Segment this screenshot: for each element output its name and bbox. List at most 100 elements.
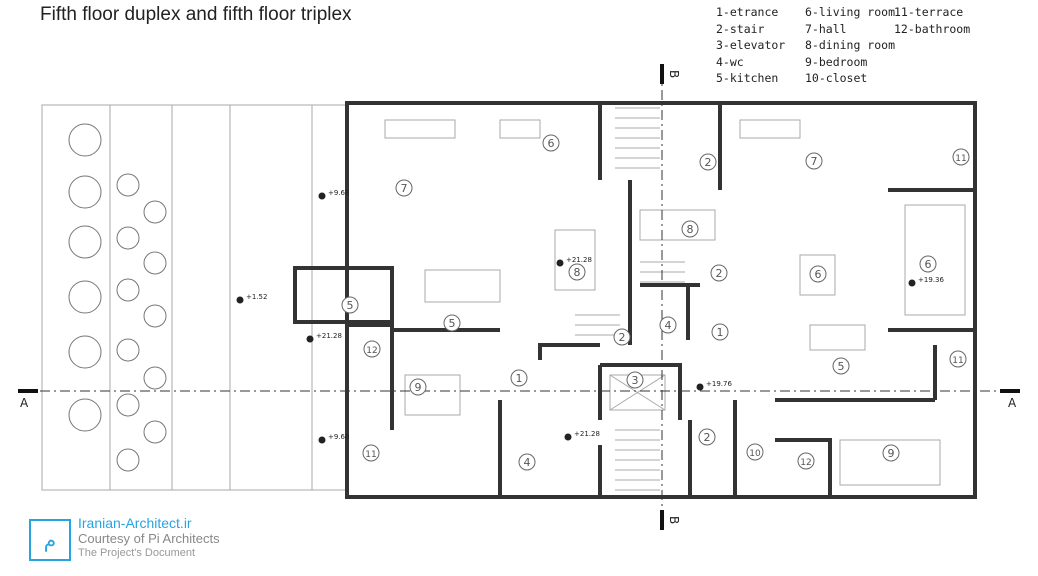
legend-item: 10-closet	[805, 71, 868, 85]
room-label: 6	[542, 134, 560, 152]
room-number: 6	[925, 258, 932, 271]
legend-item: 3-elevator	[716, 38, 786, 52]
room-label: 6	[919, 255, 937, 273]
room-label: 2	[710, 264, 728, 282]
tree	[68, 398, 102, 432]
legend-item: 1-etrance	[716, 5, 779, 19]
legend-column-1: 1-etrance 2-stair 3-elevator 4-wc 5-kitc…	[716, 4, 785, 87]
room-label: 6	[809, 265, 827, 283]
elevation-dot	[908, 279, 916, 287]
room-number: 8	[687, 223, 694, 236]
courtesy-text: Courtesy of Pi Architects	[78, 531, 220, 546]
elevation-dot	[556, 259, 564, 267]
furniture-lines	[384, 107, 966, 491]
legend-item: 5-kitchen	[716, 71, 779, 85]
elevation-marker: +19.36	[908, 276, 944, 287]
tree	[116, 173, 140, 197]
elevation-dot	[318, 192, 326, 200]
elevation-value: +1.52	[246, 293, 267, 301]
room-number: 6	[548, 137, 555, 150]
tree	[68, 335, 102, 369]
elevation-dot	[564, 433, 572, 441]
room-label-circle	[626, 371, 644, 389]
elevation-value: +9.68	[328, 433, 349, 441]
elevation-value: +19.76	[706, 380, 732, 388]
room-label-circle	[710, 264, 728, 282]
room-label-circle	[832, 357, 850, 375]
room-label: 10	[746, 443, 764, 461]
legend-item: 12-bathroom	[894, 21, 971, 36]
tree	[143, 251, 167, 275]
room-label-circle	[746, 443, 764, 461]
room-number: 11	[952, 356, 963, 366]
section-marker-b-bottom: B	[667, 516, 681, 524]
room-label-circle	[443, 314, 461, 332]
tree	[68, 280, 102, 314]
room-label: 1	[711, 323, 729, 341]
room-number: 5	[449, 317, 456, 330]
tree	[116, 226, 140, 250]
room-label: 2	[699, 153, 717, 171]
elevation-marker: +9.68	[318, 433, 349, 444]
tree	[68, 123, 102, 157]
drawing-title: Fifth floor duplex and fifth floor tripl…	[40, 4, 352, 25]
room-number: 11	[365, 450, 376, 460]
walls	[293, 101, 977, 499]
section-lines	[40, 70, 1000, 520]
room-label-circle	[809, 265, 827, 283]
room-label-circle	[363, 340, 381, 358]
elevation-value: +21.28	[316, 332, 342, 340]
elevation-dot	[318, 436, 326, 444]
room-label: 9	[882, 444, 900, 462]
room-number: 4	[524, 456, 531, 469]
room-label: 3	[626, 371, 644, 389]
room-label-circle	[409, 378, 427, 396]
room-label-circle	[681, 220, 699, 238]
room-label: 7	[395, 179, 413, 197]
room-label-circle	[919, 255, 937, 273]
room-label: 12	[797, 452, 815, 470]
room-label: 2	[613, 328, 631, 346]
elevation-value: +9.68	[328, 189, 349, 197]
section-marker-a-right: A	[1008, 396, 1017, 410]
room-number: 3	[632, 374, 639, 387]
elevation-marker: +9.68	[318, 189, 349, 200]
legend-item: 7-hall	[805, 21, 847, 36]
legend-item: 2-stair	[716, 21, 765, 36]
landscape-area	[41, 104, 348, 491]
tree	[116, 448, 140, 472]
room-label: 1	[510, 369, 528, 387]
elevation-marker: +19.76	[696, 380, 732, 391]
room-label: 8	[681, 220, 699, 238]
room-number: 10	[749, 449, 761, 459]
elevation-value: +21.28	[574, 430, 600, 438]
room-label: 9	[409, 378, 427, 396]
tree	[143, 366, 167, 390]
room-number: 5	[347, 299, 354, 312]
room-number: 1	[516, 372, 523, 385]
room-label: 5	[443, 314, 461, 332]
section-marker-a-left: A	[20, 396, 29, 410]
elevation-markers: +9.68 +21.28 +1.52 +21.28 +19.76 +21.28 +9.68 +…	[236, 189, 944, 444]
credits: Iranian-Architect.ir Courtesy of Pi Arch…	[78, 516, 220, 561]
elevation-marker: +1.52	[236, 293, 267, 304]
elevation-marker: +21.28	[556, 256, 592, 267]
room-label: 11	[949, 350, 967, 368]
room-number: 5	[838, 360, 845, 373]
legend-column-3: 11-terrace 12-bathroom	[894, 4, 970, 37]
room-number: 2	[705, 156, 712, 169]
room-number: 7	[811, 155, 818, 168]
room-label-circle	[805, 152, 823, 170]
tree	[143, 304, 167, 328]
room-number: 1	[717, 326, 724, 339]
tree	[143, 200, 167, 224]
brand-logo: م	[29, 519, 71, 561]
site-link[interactable]: Iranian-Architect.ir	[78, 515, 192, 531]
room-number: 9	[415, 381, 422, 394]
tree	[116, 393, 140, 417]
room-label-circle	[510, 369, 528, 387]
room-label-circle	[882, 444, 900, 462]
elevation-marker: +21.28	[306, 332, 342, 343]
